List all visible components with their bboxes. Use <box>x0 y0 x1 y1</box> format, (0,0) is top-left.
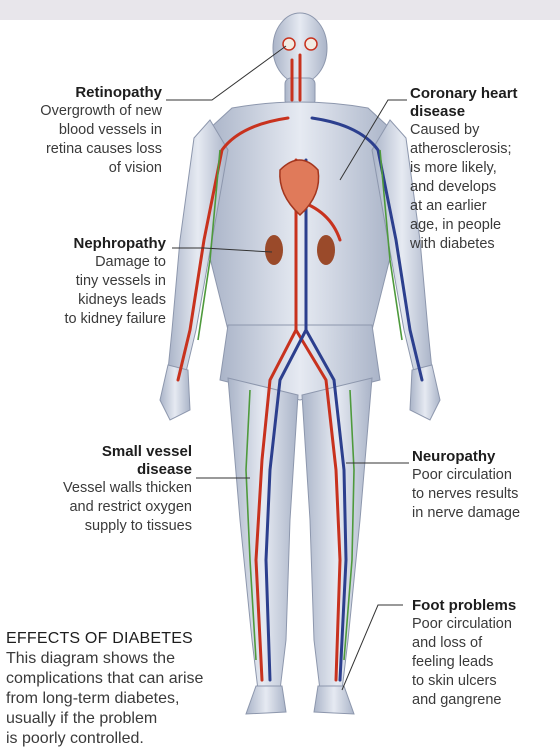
label-neuropathy: Neuropathy Poor circulation to nerves re… <box>412 448 558 523</box>
effects-caption: EFFECTS OF DIABETES This diagram shows t… <box>6 629 306 749</box>
retinopathy-desc: Overgrowth of new blood vessels in retin… <box>4 102 162 178</box>
label-nephropathy: Nephropathy Damage to tiny vessels in ki… <box>30 235 166 329</box>
right-kidney-icon <box>317 235 335 265</box>
label-small-vessel-disease: Small vessel disease Vessel walls thicke… <box>20 443 192 536</box>
label-retinopathy: Retinopathy Overgrowth of new blood vess… <box>4 84 162 178</box>
neuropathy-desc: Poor circulation to nerves results in ne… <box>412 466 558 523</box>
foot-desc: Poor circulation and loss of feeling lea… <box>412 615 558 710</box>
label-coronary-heart-disease: Coronary heart disease Caused by atheros… <box>410 85 558 254</box>
small-vessel-title: Small vessel disease <box>20 443 192 479</box>
neuropathy-title: Neuropathy <box>412 448 558 466</box>
left-kidney-icon <box>265 235 283 265</box>
coronary-title: Coronary heart disease <box>410 85 558 121</box>
coronary-desc: Caused by atherosclerosis; is more likel… <box>410 121 558 254</box>
nephropathy-title: Nephropathy <box>30 235 166 253</box>
small-vessel-desc: Vessel walls thicken and restrict oxygen… <box>20 479 192 536</box>
nephropathy-desc: Damage to tiny vessels in kidneys leads … <box>30 253 166 329</box>
retinopathy-title: Retinopathy <box>4 84 162 102</box>
effects-heading: EFFECTS OF DIABETES <box>6 629 306 649</box>
foot-title: Foot problems <box>412 597 558 615</box>
body-silhouette <box>160 13 440 714</box>
label-foot-problems: Foot problems Poor circulation and loss … <box>412 597 558 710</box>
effects-body: This diagram shows the complications tha… <box>6 649 306 749</box>
